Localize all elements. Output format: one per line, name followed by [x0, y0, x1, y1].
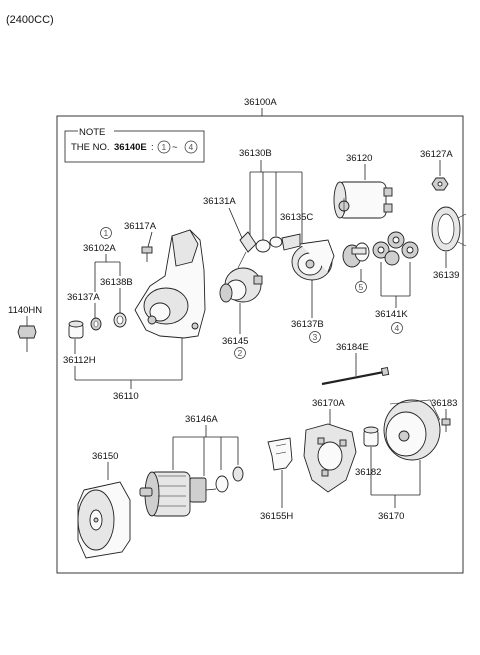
label-36102A: 36102A: [83, 243, 116, 254]
part-washer-36137A: [90, 317, 102, 331]
label-36117A: 36117A: [124, 221, 157, 232]
circled-ref-1: 1: [100, 227, 112, 239]
part-brush-holder: [303, 423, 357, 493]
label-36130B: 36130B: [239, 148, 272, 159]
part-rings-36135C: [255, 233, 301, 253]
label-36110: 36110: [113, 391, 139, 402]
note-range-start: 1: [162, 142, 167, 152]
part-yoke: [77, 481, 131, 559]
label-36139: 36139: [433, 270, 459, 281]
note-box: NOTE THE NO. 36140E : 1 ~ 4: [64, 126, 205, 163]
note-range-end: 4: [189, 142, 194, 152]
assembly-frame: [56, 115, 464, 574]
part-brush-plate: [267, 437, 293, 471]
label-36137B: 36137B: [291, 319, 324, 330]
part-sun-gear: [342, 242, 370, 268]
label-36184E: 36184E: [336, 342, 369, 353]
part-bushing-36138B: [113, 312, 127, 328]
label-36155H: 36155H: [260, 511, 293, 522]
label-36170A: 36170A: [312, 398, 345, 409]
label-36145: 36145: [222, 336, 248, 347]
leader-lines: [26, 160, 447, 508]
label-36182: 36182: [355, 467, 381, 478]
note-title: NOTE: [79, 127, 105, 138]
part-bushing-36182: [363, 426, 379, 447]
svg-text:1: 1: [104, 228, 109, 238]
svg-text:3: 3: [313, 332, 318, 342]
part-cap-36112H: [68, 320, 84, 339]
circled-ref-3: 3: [309, 331, 321, 343]
part-lever: [237, 231, 257, 269]
label-36100A: 36100A: [244, 97, 277, 108]
part-front-housing: [134, 229, 206, 339]
label-36135C: 36135C: [280, 212, 313, 223]
label-36131A: 36131A: [203, 196, 236, 207]
note-prefix: THE NO.: [71, 142, 110, 153]
part-solenoid: [333, 181, 393, 219]
note-part-number: 36140E: [114, 142, 147, 153]
circled-ref-2: 2: [234, 347, 246, 359]
part-pinion-clutch: [219, 267, 263, 303]
part-screw-36183: [441, 418, 451, 432]
label-36170: 36170: [378, 511, 404, 522]
label-36112H: 36112H: [63, 355, 96, 366]
part-planet-gears: [372, 231, 419, 266]
svg-text:4: 4: [395, 323, 400, 333]
label-36146A: 36146A: [185, 414, 218, 425]
label-36120: 36120: [346, 153, 372, 164]
note-separator: :: [151, 142, 154, 153]
note-tilde: ~: [172, 142, 178, 153]
label-36138B: 36138B: [100, 277, 133, 288]
label-36150: 36150: [92, 451, 118, 462]
part-rear-cover: [383, 399, 441, 461]
engine-spec-label: (2400CC): [6, 14, 54, 26]
circled-ref-5: 5: [355, 281, 367, 293]
label-36127A: 36127A: [420, 149, 453, 160]
part-armature: [139, 466, 244, 517]
label-1140HN: 1140HN: [8, 305, 42, 316]
svg-text:2: 2: [238, 348, 243, 358]
label-36183: 36183: [431, 398, 457, 409]
part-bolt-1140HN: [17, 325, 37, 352]
part-through-bolt: [321, 366, 390, 386]
part-snap-ring: [431, 206, 467, 252]
part-bolt-36117A: [141, 246, 153, 262]
circled-ref-4: 4: [391, 322, 403, 334]
label-36141K: 36141K: [375, 309, 408, 320]
part-planetary-housing: [291, 239, 335, 281]
part-nut-36127A: [431, 177, 449, 191]
svg-text:5: 5: [359, 282, 364, 292]
label-36137A: 36137A: [67, 292, 100, 303]
